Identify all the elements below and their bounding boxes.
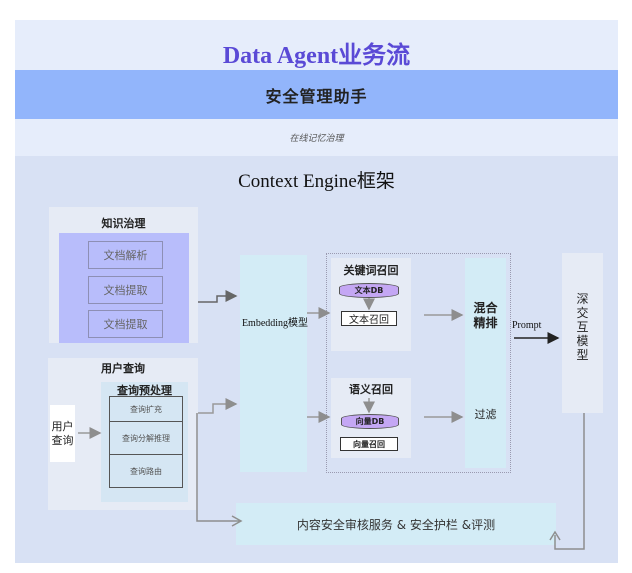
embedding-model-label: Embedding模型 [241,318,309,329]
safety-service-box: 内容安全审核服务 & 安全护栏 &评测 [236,503,556,545]
text-db[interactable]: 文本DB [339,283,399,298]
filter-label: 过滤 [474,408,497,421]
doc-parse-item[interactable]: 文档解析 [88,241,163,269]
assistant-label: 安全管理助手 [265,86,368,106]
user-query-title: 用户查询 [101,362,145,375]
query-route-step[interactable]: 查询路由 [109,455,183,488]
hybrid-rerank-text: 混合精排 [473,301,498,330]
query-preprocess-title: 查询预处理 [117,384,172,397]
embedding-model-box [240,255,307,472]
deep-interaction-model-label: 深交互模型 [562,292,603,362]
deep-interaction-model-text: 深交互模型 [576,292,589,362]
memory-band: 在线记忆治理 [15,119,618,156]
query-decompose-step[interactable]: 查询分解推理 [109,422,183,455]
safety-service-label: 内容安全审核服务 & 安全护栏 &评测 [296,517,496,532]
page-title: Data Agent业务流 [222,42,411,69]
user-query-input-label: 用户查询 [51,419,74,447]
engine-title: Context Engine框架 [238,171,395,192]
semantic-recall-title: 语义召回 [349,383,393,396]
deep-interaction-model-box [562,253,603,413]
user-query-input[interactable]: 用户查询 [50,405,75,462]
vector-recall-button[interactable]: 向量召回 [340,437,398,451]
assistant-band: 安全管理助手 [15,70,618,119]
knowledge-items-panel [59,233,189,343]
hybrid-rerank-label: 混合精排 [465,301,506,331]
knowledge-governance-title: 知识治理 [101,217,146,230]
keyword-recall-title: 关键词召回 [343,264,399,277]
doc-extract-item-2[interactable]: 文档提取 [88,310,163,338]
prompt-label: Prompt [512,320,542,331]
text-recall-button[interactable]: 文本召回 [341,311,397,326]
title-band: Data Agent业务流 [15,20,618,70]
doc-extract-item[interactable]: 文档提取 [88,276,163,304]
memory-label: 在线记忆治理 [289,134,344,144]
vector-db[interactable]: 向量DB [341,414,399,429]
query-expand-step[interactable]: 查询扩充 [109,396,183,422]
rerank-filter-box [465,258,506,468]
retrieval-container [326,253,511,473]
